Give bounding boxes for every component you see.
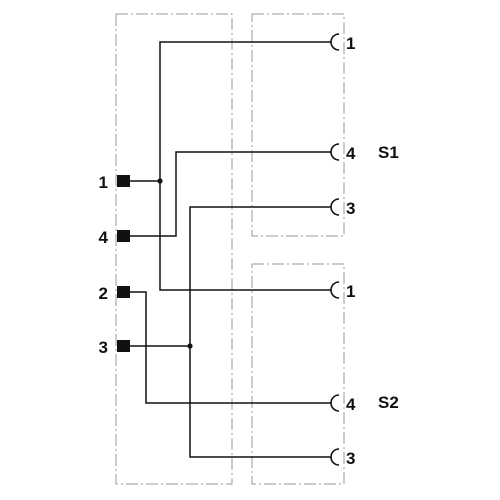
- socket-label: 4: [346, 395, 356, 414]
- pin-label: 4: [99, 228, 109, 247]
- socket-icon: [330, 143, 340, 161]
- wire-pin2-s2-4: [126, 291, 331, 404]
- housing-s1: [251, 13, 345, 237]
- junction-dot: [157, 178, 163, 184]
- socket-label: 1: [346, 34, 355, 53]
- group-label-s1: S1: [378, 143, 399, 162]
- housing-s2: [251, 263, 345, 485]
- wire-pin4-s1-4: [126, 151, 331, 237]
- wire-pin3-s1-3: [126, 206, 331, 347]
- wire-pin3-s2-3: [189, 346, 331, 458]
- pin-square: [117, 230, 130, 242]
- pin-square: [117, 286, 130, 298]
- socket-icon: [330, 394, 340, 412]
- socket-icon: [330, 198, 340, 216]
- connector-housing: [115, 13, 233, 485]
- pin-label: 2: [99, 284, 108, 303]
- socket-label: 4: [346, 144, 356, 163]
- socket-icon: [330, 33, 340, 51]
- socket-label: 3: [346, 449, 355, 468]
- wire-pin1-s2-1: [159, 181, 331, 291]
- socket-icon: [330, 281, 340, 299]
- pin-square: [117, 340, 130, 352]
- socket-icon: [330, 448, 340, 466]
- junction-dot: [187, 343, 193, 349]
- pin-label: 1: [99, 173, 108, 192]
- pin-label: 3: [99, 338, 108, 357]
- group-label-s2: S2: [378, 393, 399, 412]
- pin-square: [117, 175, 130, 187]
- socket-label: 1: [346, 282, 355, 301]
- socket-label: 3: [346, 199, 355, 218]
- wire-pin1-s1-1: [126, 41, 331, 182]
